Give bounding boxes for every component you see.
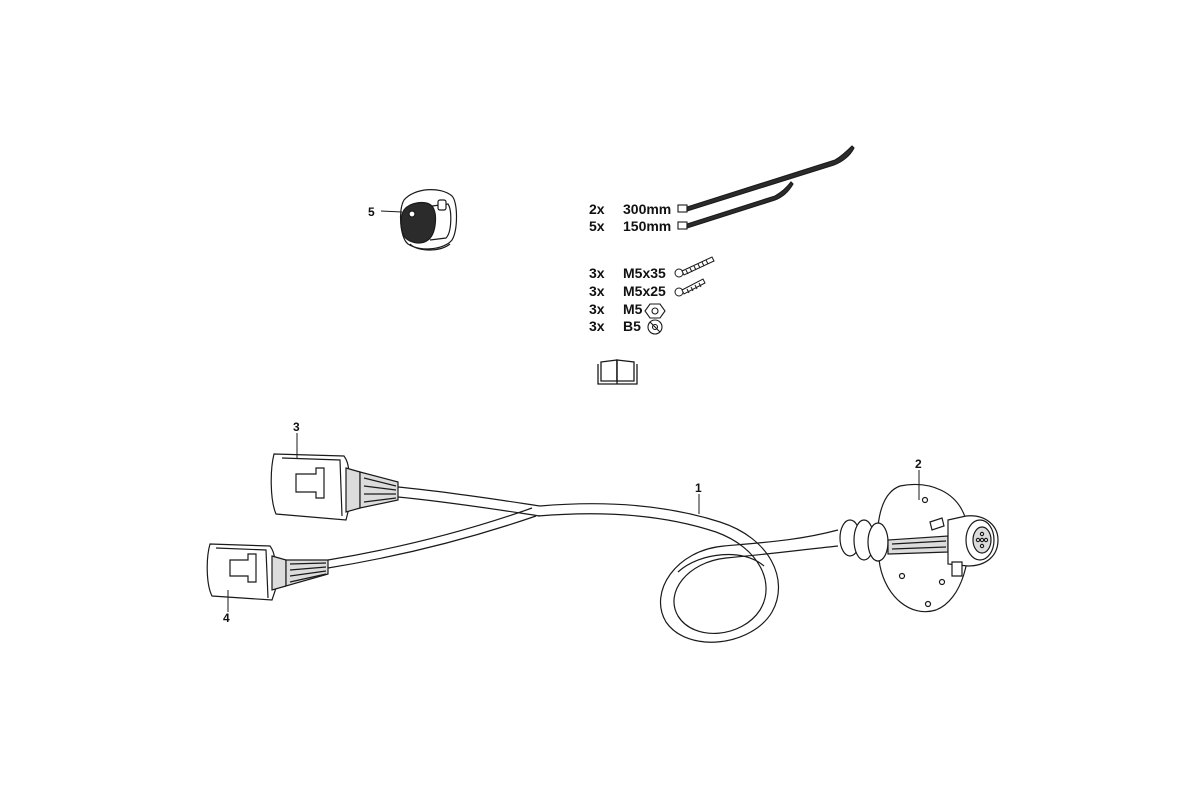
kit-item-qty: 3x: [589, 283, 605, 299]
control-module: [399, 189, 458, 251]
callout-2: 2: [915, 457, 922, 471]
kit-item-qty: 2x: [589, 201, 605, 217]
vehicle-connector-upper: [270, 453, 399, 521]
kit-item-spec: M5x25: [623, 283, 666, 299]
kit-item-qty: 5x: [589, 218, 605, 234]
screw-icon: [674, 278, 706, 297]
cable-tie-icon: [677, 145, 855, 213]
callout-5: 5: [368, 205, 375, 219]
kit-item-spec: 150mm: [623, 218, 671, 234]
kit-item-qty: 3x: [589, 265, 605, 281]
kit-item-qty: 3x: [589, 301, 605, 317]
cable-tie-icon: [677, 181, 794, 230]
kit-item-spec: M5: [623, 301, 643, 317]
kit-item-qty: 3x: [589, 318, 605, 334]
callout-4: 4: [223, 611, 230, 625]
wiring-harness-cable: [327, 486, 839, 643]
washer-icon: [647, 319, 663, 335]
vehicle-connector-lower: [206, 543, 329, 601]
kit-item-spec: M5x35: [623, 265, 666, 281]
manual-book-icon: [597, 359, 638, 385]
callout-1: 1: [695, 481, 702, 495]
kit-item-spec: 300mm: [623, 201, 671, 217]
socket-with-mounting-plate: [839, 483, 999, 613]
kit-item-spec: B5: [623, 318, 641, 334]
nut-icon: [644, 303, 666, 319]
callout-3: 3: [293, 420, 300, 434]
screw-icon: [674, 256, 715, 278]
